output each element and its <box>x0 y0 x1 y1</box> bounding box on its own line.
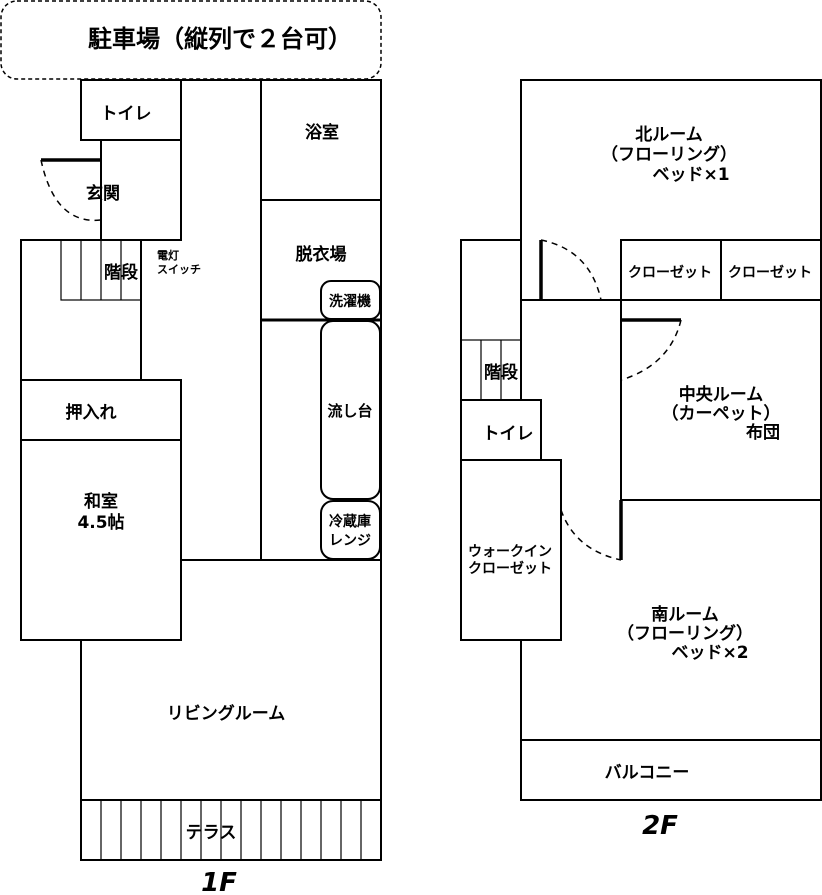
entrance <box>100 139 182 241</box>
living-room-label: リビングルーム <box>167 703 286 724</box>
south-room-bed-label: ベッド×2 <box>671 643 748 663</box>
central-room <box>620 299 822 501</box>
walk-in-closet <box>460 459 562 641</box>
walk-in-closet-label-2: クローゼット <box>468 560 552 577</box>
japanese-room <box>20 439 182 641</box>
bathroom-label: 浴室 <box>305 122 339 143</box>
north-room-label: 北ルーム <box>635 125 703 145</box>
dressing-room-label: 脱衣場 <box>296 244 347 265</box>
closet-1f <box>20 379 182 441</box>
bathroom <box>260 79 382 201</box>
floor-1-label: 1F <box>201 868 237 895</box>
terrace <box>80 799 382 861</box>
sink <box>320 320 381 500</box>
floor-2-plan: 北ルーム （フローリング） ベッド×1 クローゼット クローゼット 階段 トイレ… <box>460 79 822 841</box>
entrance-label: 玄関 <box>86 183 120 204</box>
parking-area: 駐車場（縦列で２台可） <box>0 0 382 80</box>
closet-2f-b <box>720 239 822 301</box>
japanese-room-label: 和室 <box>84 491 118 512</box>
japanese-room-size-label: 4.5帖 <box>77 512 124 533</box>
floor-1-plan: トイレ 玄関 階段 電灯 スイッチ 浴室 脱衣場 洗濯機 流し台 冷蔵庫 レンジ… <box>20 79 382 895</box>
toilet-2f-label: トイレ <box>483 424 534 444</box>
fridge-range <box>320 500 381 560</box>
central-room-floor-label: （カーペット） <box>662 403 781 424</box>
balcony <box>520 739 822 801</box>
closet-1f-label: 押入れ <box>66 402 117 423</box>
balcony-label: バルコニー <box>605 763 690 783</box>
north-room-floor-label: （フローリング） <box>601 144 737 165</box>
central-room-futon-label: 布団 <box>746 422 780 443</box>
washing-machine <box>320 280 381 320</box>
south-room-floor-label: （フローリング） <box>617 623 753 644</box>
toilet-1f <box>80 79 182 141</box>
fridge-label: 冷蔵庫 <box>329 513 371 530</box>
stairs-2f-label: 階段 <box>484 362 518 383</box>
range-label: レンジ <box>329 533 371 549</box>
stairs-1f-label: 階段 <box>104 262 138 283</box>
north-room-bed-label: ベッド×1 <box>652 165 729 185</box>
light-switch-label-2: スイッチ <box>157 263 201 276</box>
walk-in-closet-label-1: ウォークイン <box>468 544 552 560</box>
south-room-label: 南ルーム <box>651 604 719 625</box>
closet-2f-b-label: クローゼット <box>728 264 812 281</box>
parking-label: 駐車場（縦列で２台可） <box>88 25 352 53</box>
terrace-label: テラス <box>186 823 237 843</box>
toilet-2f <box>460 399 542 461</box>
light-switch-label-1: 電灯 <box>157 248 179 262</box>
central-room-label: 中央ルーム <box>679 384 764 405</box>
closet-2f-a-label: クローゼット <box>628 264 712 281</box>
washing-machine-label: 洗濯機 <box>329 293 371 310</box>
floor-2-label: 2F <box>642 811 678 841</box>
sink-label: 流し台 <box>327 402 372 420</box>
toilet-1f-label: トイレ <box>101 104 152 124</box>
